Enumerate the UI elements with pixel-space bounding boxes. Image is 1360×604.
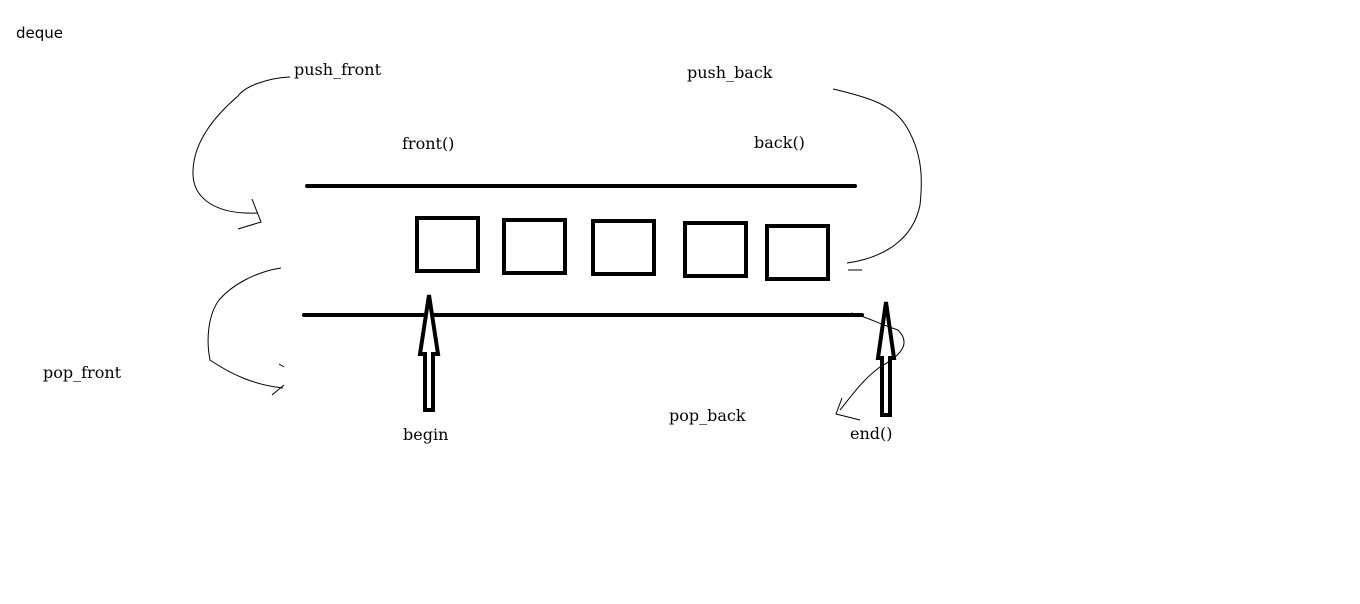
begin-arrow [417, 294, 441, 412]
pop-back-arrowhead [835, 397, 861, 421]
end-arrow [875, 301, 897, 417]
deque-element-box [683, 221, 748, 278]
begin-label: begin [403, 425, 449, 444]
deque-element-box [415, 216, 480, 273]
deque-element-box [502, 218, 567, 275]
pop-back-label: pop_back [669, 406, 746, 425]
pop-back-curve [839, 312, 905, 411]
deque-element-box [765, 224, 830, 281]
deque-element-box [591, 219, 656, 276]
push-back-label: push_back [687, 63, 773, 82]
push-back-curve [832, 88, 922, 264]
pop-front-label: pop_front [43, 363, 122, 382]
push-front-label: push_front [294, 60, 381, 79]
end-label: end() [850, 424, 893, 443]
pop-front-curve [207, 267, 284, 389]
push-front-curve [192, 76, 291, 214]
front-label: front() [402, 134, 455, 153]
push-front-arrowhead [237, 198, 262, 230]
diagram-title: deque [16, 24, 64, 42]
back-label: back() [754, 133, 805, 152]
pop-front-arrowhead [271, 363, 285, 396]
